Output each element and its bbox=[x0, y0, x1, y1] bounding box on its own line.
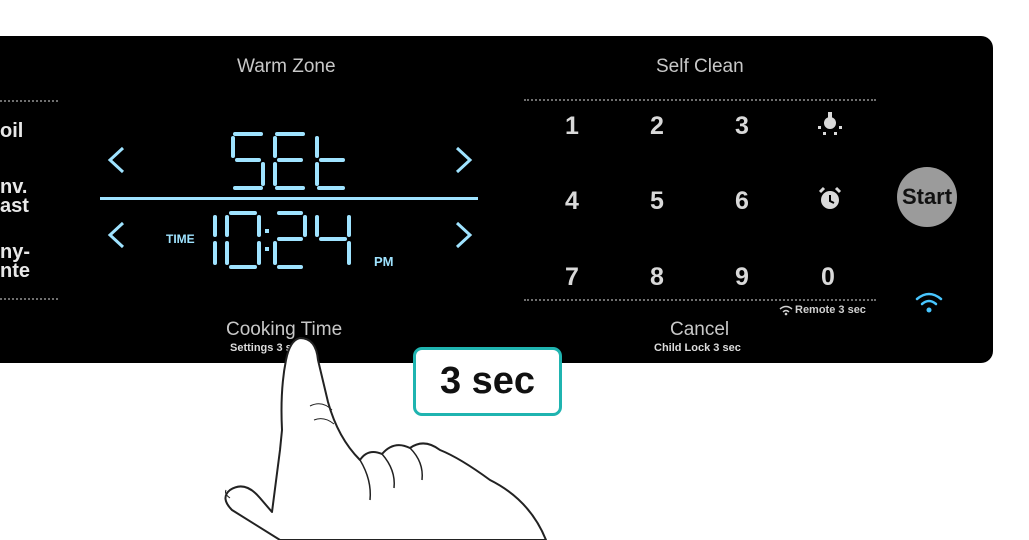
keypad-divider-bottom bbox=[524, 299, 876, 301]
right-arrow-icon[interactable] bbox=[453, 146, 475, 174]
left-label-minute: nte bbox=[0, 260, 30, 282]
ampm-indicator: PM bbox=[374, 254, 394, 269]
timer-icon[interactable] bbox=[815, 185, 845, 213]
hold-duration-callout: 3 sec bbox=[413, 347, 562, 416]
left-arrow-icon-lower[interactable] bbox=[105, 221, 127, 249]
display-time bbox=[213, 211, 351, 269]
display-main-text bbox=[231, 132, 345, 190]
wifi-icon bbox=[915, 292, 943, 313]
divider-left-top bbox=[0, 100, 58, 102]
left-label-any-minute[interactable]: ny- nte bbox=[0, 241, 30, 282]
right-arrow-icon-lower[interactable] bbox=[453, 221, 475, 249]
child-lock-hint: Child Lock 3 sec bbox=[654, 342, 741, 354]
left-arrow-icon[interactable] bbox=[105, 146, 127, 174]
key-0[interactable]: 0 bbox=[821, 263, 835, 291]
oven-control-panel: oil nv. ast ny- nte Warm Zone Self Clean bbox=[0, 36, 993, 363]
key-2[interactable]: 2 bbox=[650, 112, 664, 140]
key-7[interactable]: 7 bbox=[565, 263, 579, 291]
key-9[interactable]: 9 bbox=[735, 263, 749, 291]
cooking-time-button[interactable]: Cooking Time bbox=[226, 319, 343, 340]
keypad-divider-top bbox=[524, 99, 876, 101]
light-icon[interactable] bbox=[815, 110, 845, 136]
left-label-conv: nv. bbox=[0, 176, 28, 198]
key-3[interactable]: 3 bbox=[735, 112, 749, 140]
display-divider bbox=[100, 197, 478, 200]
hand-pointer-illustration bbox=[224, 337, 547, 540]
key-8[interactable]: 8 bbox=[650, 263, 664, 291]
self-clean-button[interactable]: Self Clean bbox=[656, 56, 744, 77]
remote-hint: Remote 3 sec bbox=[795, 304, 866, 316]
time-tag: TIME bbox=[166, 232, 195, 246]
divider-left-bottom bbox=[0, 298, 58, 300]
cancel-button[interactable]: Cancel bbox=[670, 319, 730, 340]
left-label-broil[interactable]: oil bbox=[0, 120, 24, 142]
key-4[interactable]: 4 bbox=[565, 187, 579, 215]
key-5[interactable]: 5 bbox=[650, 187, 664, 215]
left-label-any: ny- bbox=[0, 241, 30, 263]
key-6[interactable]: 6 bbox=[735, 187, 749, 215]
left-label-conv-roast[interactable]: nv. ast bbox=[0, 176, 29, 217]
left-label-roast: ast bbox=[0, 195, 29, 217]
warm-zone-button[interactable]: Warm Zone bbox=[237, 56, 336, 77]
settings-hint: Settings 3 sec bbox=[230, 342, 304, 354]
start-button[interactable]: Start bbox=[897, 167, 957, 227]
key-1[interactable]: 1 bbox=[565, 112, 579, 140]
remote-wifi-icon bbox=[779, 305, 793, 316]
